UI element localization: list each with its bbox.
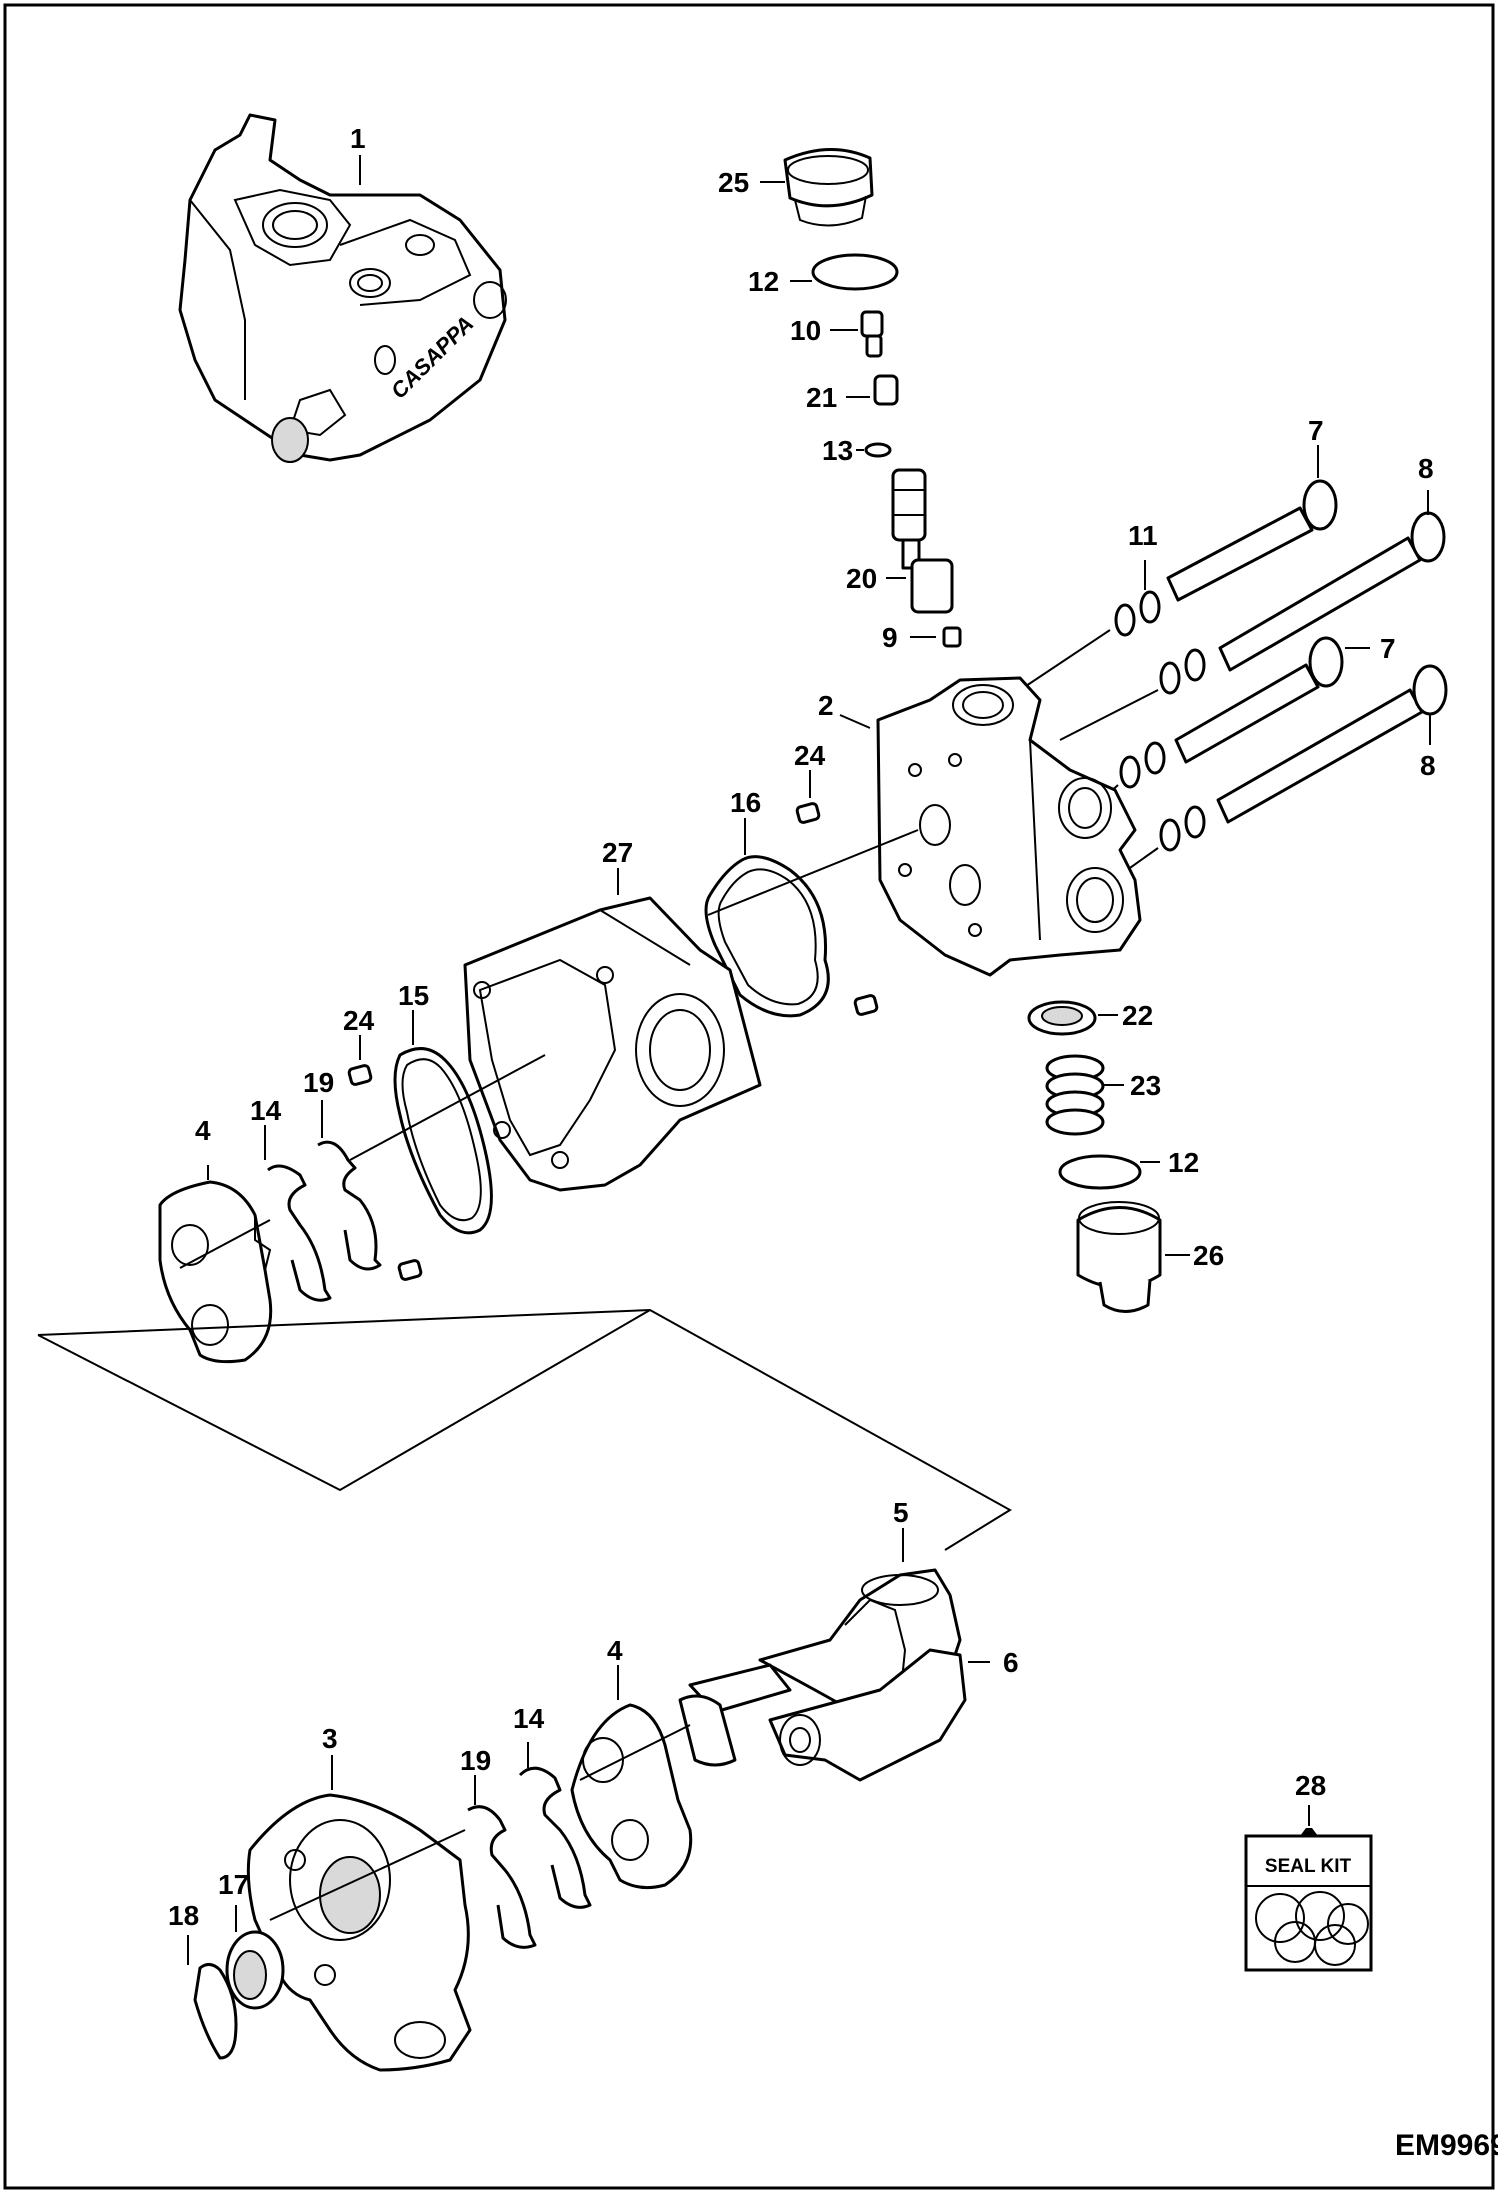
- axis-line: [269, 1829, 466, 1921]
- part-20-valve-spool: [891, 468, 954, 614]
- callout-16: 16: [730, 787, 761, 818]
- part-24-dowel: [795, 802, 821, 824]
- part-18-snap-ring: [193, 1963, 238, 2060]
- part-19-seal: [467, 1805, 537, 1949]
- callout-17: 17: [218, 1869, 249, 1900]
- callout-14: 14: [513, 1703, 545, 1734]
- axis-line: [579, 1724, 691, 1781]
- part-14-ring: [518, 1766, 592, 1909]
- callout-12: 12: [748, 266, 779, 297]
- page-border: [3, 3, 1495, 2190]
- callout-23: 23: [1130, 1070, 1161, 1101]
- callout-7: 7: [1308, 415, 1324, 446]
- callout-25: 25: [718, 167, 749, 198]
- part-4-bushing-upper: [158, 1180, 273, 1364]
- part-24-dowel: [853, 994, 879, 1016]
- callout-22: 22: [1122, 1000, 1153, 1031]
- callout-14: 14: [250, 1095, 282, 1126]
- callout-28: 28: [1295, 1770, 1326, 1801]
- part-24-dowel: [397, 1259, 423, 1281]
- callout-21: 21: [806, 382, 837, 413]
- part-7-bolt-lower: [1174, 636, 1344, 764]
- callout-20: 20: [846, 563, 877, 594]
- part-14-ring: [267, 1164, 332, 1302]
- part-15-gasket: [393, 1047, 493, 1235]
- part-8-bolt-lower: [1216, 664, 1448, 824]
- part-22-seal: [1027, 1000, 1097, 1036]
- part-26-fitting: [1076, 1201, 1162, 1313]
- part-27-gear-housing: [463, 896, 762, 1192]
- axis-line: [1059, 689, 1159, 741]
- callout-8: 8: [1418, 453, 1434, 484]
- callout-19: 19: [460, 1745, 491, 1776]
- part-6-driven-gear: [768, 1648, 967, 1782]
- part-3-front-flange: [246, 1793, 472, 2072]
- callout-24: 24: [343, 1005, 375, 1036]
- axis-line: [707, 829, 919, 916]
- part-4-bushing-lower: [570, 1703, 693, 1890]
- part-12-oring: [1058, 1154, 1142, 1190]
- axis-line: [179, 1219, 271, 1269]
- assembly-link-line: [37, 1309, 651, 1492]
- axis-line: [349, 1054, 546, 1161]
- part-9-ball: [942, 626, 962, 648]
- callout-4: 4: [195, 1115, 211, 1146]
- callout-24: 24: [794, 740, 826, 771]
- part-25-plug: [783, 148, 874, 227]
- callout-6: 6: [1003, 1647, 1019, 1678]
- leader-line: [839, 714, 871, 729]
- part-17-shaft-seal: [225, 1930, 285, 2010]
- callout-15: 15: [398, 980, 429, 1011]
- part-13-ring: [864, 442, 892, 458]
- callout-19: 19: [303, 1067, 334, 1098]
- callout-27: 27: [602, 837, 633, 868]
- callout-1: 1: [350, 123, 366, 154]
- callout-4: 4: [607, 1635, 623, 1666]
- callout-10: 10: [790, 315, 821, 346]
- seal-kit-label: SEAL KIT: [1265, 1856, 1352, 1877]
- part-23-spring: [1045, 1054, 1105, 1136]
- callout-7: 7: [1380, 633, 1396, 664]
- callout-12: 12: [1168, 1147, 1199, 1178]
- part-2-rear-cover: [876, 676, 1142, 977]
- callout-2: 2: [818, 690, 834, 721]
- part-11-washers: [1114, 590, 1206, 852]
- callout-5: 5: [893, 1497, 909, 1528]
- part-7-bolt-upper: [1166, 479, 1338, 602]
- callout-18: 18: [168, 1900, 199, 1931]
- callout-3: 3: [322, 1723, 338, 1754]
- part-24-dowel: [347, 1064, 373, 1086]
- callout-13: 13: [822, 435, 853, 466]
- drawing-code: EM9969: [1395, 2129, 1498, 2162]
- part-28-seal-kit: SEAL KIT: [1244, 1828, 1373, 1972]
- part-19-seal: [317, 1140, 382, 1271]
- callout-8: 8: [1420, 750, 1436, 781]
- axis-line: [1019, 629, 1111, 691]
- part-1-pump-assembly: CASAPPA: [178, 113, 507, 463]
- part-16-gasket: [704, 855, 830, 1018]
- callout-9: 9: [882, 622, 898, 653]
- assembly-link-line: [37, 1308, 1012, 1551]
- part-12-oring: [811, 253, 899, 291]
- callout-11: 11: [1128, 520, 1158, 551]
- callout-26: 26: [1193, 1240, 1224, 1271]
- part-21-sleeve: [873, 374, 899, 406]
- part-10-poppet: [860, 310, 884, 358]
